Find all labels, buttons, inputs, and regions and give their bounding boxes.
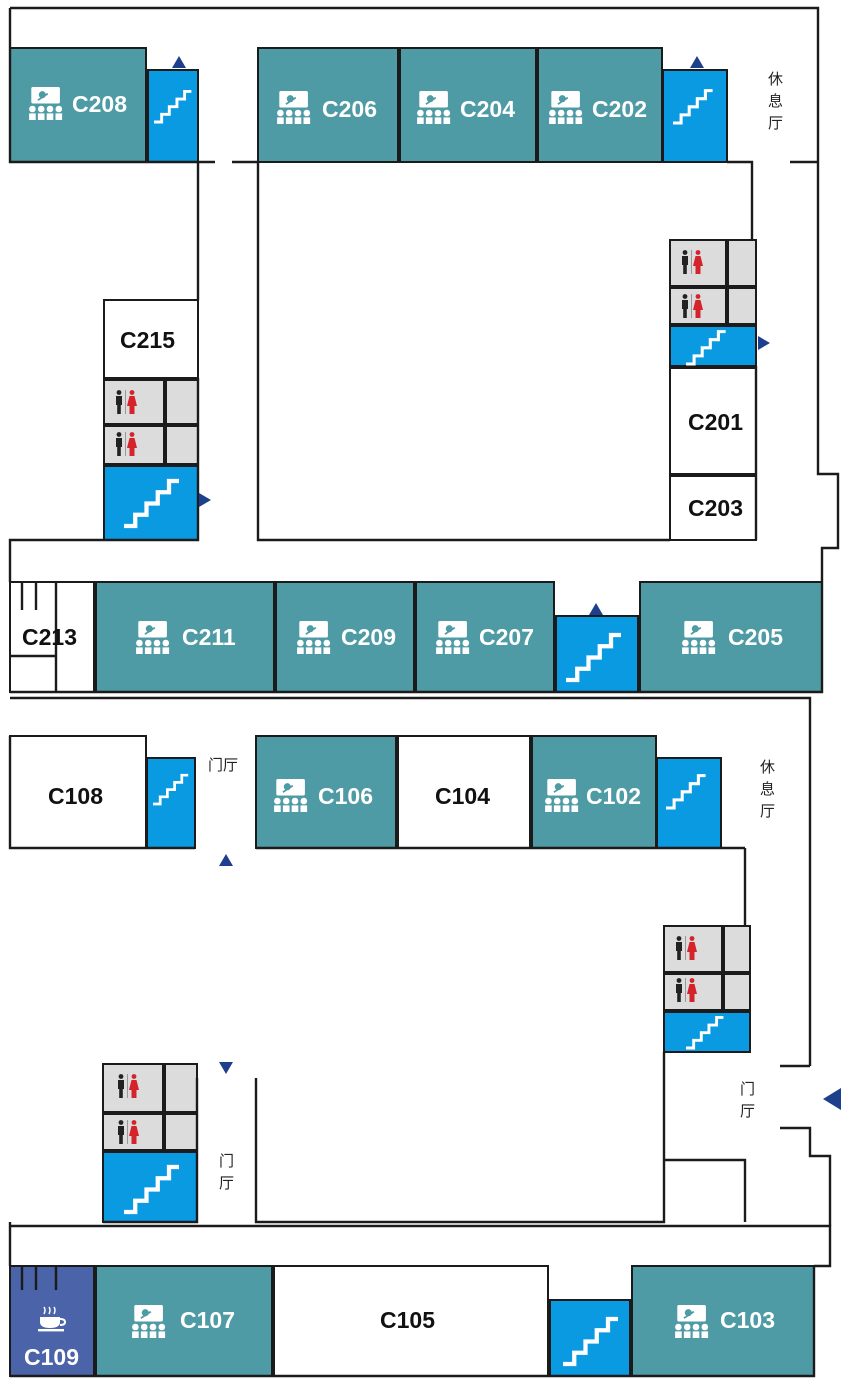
restroom-f2-left-1b xyxy=(165,379,199,425)
lounge-label-f1-char-3: 厅 xyxy=(760,802,775,820)
entrance-arrow-icon-7 xyxy=(219,1062,233,1074)
room-c208-label: C208 xyxy=(72,91,127,117)
room-c205 xyxy=(639,581,823,693)
restroom-f1-left-2b xyxy=(164,1113,198,1151)
restroom-f2-left-2b xyxy=(165,425,199,465)
room-c106-label: C106 xyxy=(318,783,373,809)
wall-f1-c109-detail xyxy=(20,1266,58,1290)
room-c108 xyxy=(9,735,147,849)
stair-f2-a xyxy=(147,69,199,163)
wall-f2-corridor-right xyxy=(727,160,758,540)
entrance-arrow-icon-4 xyxy=(199,493,211,507)
room-c205-label: C205 xyxy=(728,624,783,650)
restroom-f2-right-2b xyxy=(727,287,757,325)
room-c107-label: C107 xyxy=(180,1307,235,1333)
room-c201-label: C201 xyxy=(688,409,743,435)
wall-f2-corridor-left xyxy=(8,162,200,582)
lounge-label-f1-char-2: 息 xyxy=(760,780,775,798)
restroom-f2-right-1b xyxy=(727,239,757,287)
room-c209-label: C209 xyxy=(341,624,396,650)
entrance-arrow-icon-5 xyxy=(589,603,603,615)
wall-f1-left xyxy=(103,1078,199,1224)
restroom-f1-left-1b xyxy=(164,1063,198,1113)
lobby-label-f1-right-char-1: 门 xyxy=(740,1080,755,1098)
stair-f1-e xyxy=(549,1299,631,1377)
room-c105 xyxy=(273,1265,549,1377)
room-c213-label: C213 xyxy=(22,624,77,650)
room-c211 xyxy=(95,581,275,693)
lobby-label-f1-left-char-2: 厅 xyxy=(219,1174,234,1192)
room-c103-label: C103 xyxy=(720,1307,775,1333)
wall-f1-courtyard xyxy=(254,1052,666,1224)
room-c215 xyxy=(103,299,199,379)
lobby-label-f1-right-char-2: 厅 xyxy=(740,1102,755,1120)
stair-f2-c xyxy=(103,465,199,541)
stair-f1-b xyxy=(656,757,722,849)
stair-f2-d xyxy=(669,325,757,367)
room-c102-label: C102 xyxy=(586,783,641,809)
wall-f2-bottom xyxy=(10,582,824,694)
walls xyxy=(8,6,840,1378)
stair-f2-b xyxy=(662,69,728,163)
room-c109-label: C109 xyxy=(24,1344,79,1370)
wall-f1-bottom xyxy=(10,1266,816,1378)
room-fills xyxy=(9,47,823,1377)
icons-layer xyxy=(28,56,841,1364)
lobby-label-f1-top: 门厅 xyxy=(208,756,238,774)
restroom-f1-right-1b xyxy=(723,925,751,973)
room-c211-label: C211 xyxy=(182,624,236,650)
entrance-arrow-icon-2 xyxy=(690,56,704,68)
room-c107 xyxy=(95,1265,273,1377)
stair-f1-c xyxy=(663,1011,751,1053)
lounge-label-f2-char-1: 休 xyxy=(768,70,783,88)
room-c104-label: C104 xyxy=(435,783,490,809)
wall-f1-bottom-corridor xyxy=(8,1222,832,1268)
entrance-arrow-icon-8 xyxy=(823,1088,841,1110)
room-c204-label: C204 xyxy=(460,96,515,122)
room-c203-label: C203 xyxy=(688,495,743,521)
entrance-arrow-icon-6 xyxy=(219,854,233,866)
lounge-label-f2-char-2: 息 xyxy=(768,92,783,110)
room-c104 xyxy=(397,735,531,849)
room-c215-label: C215 xyxy=(120,327,175,353)
room-c108-label: C108 xyxy=(48,783,103,809)
lounge-label-f2-char-3: 厅 xyxy=(768,114,783,132)
wall-f2-outer-top-right xyxy=(10,6,840,582)
stair-f1-d xyxy=(102,1151,198,1223)
wall-f1-outer-top xyxy=(10,696,812,848)
wall-f1-right xyxy=(743,848,832,1226)
wall-f2-courtyard xyxy=(256,162,670,542)
room-c207-label: C207 xyxy=(479,624,534,650)
room-c206-label: C206 xyxy=(322,96,377,122)
room-c202-label: C202 xyxy=(592,96,647,122)
wall-f1-corridor-top xyxy=(8,736,745,850)
restroom-f1-right-2b xyxy=(723,973,751,1011)
wall-f2-c213-detail xyxy=(10,582,58,692)
wall-f2-outer-left xyxy=(8,8,258,164)
lounge-label-f1-char-1: 休 xyxy=(760,758,775,776)
room-c203 xyxy=(669,475,757,541)
wall-f1-right-room xyxy=(664,1158,747,1222)
room-c208 xyxy=(9,47,147,163)
lobby-label-f1-left-char-1: 门 xyxy=(219,1152,234,1170)
entrance-arrow-icon-3 xyxy=(758,336,770,350)
room-c105-label: C105 xyxy=(380,1307,435,1333)
entrance-arrow-icon-1 xyxy=(172,56,186,68)
